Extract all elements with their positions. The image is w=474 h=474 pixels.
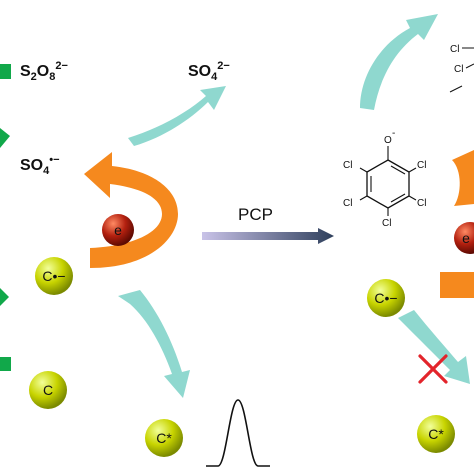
radical-ball-right: C•− <box>367 279 405 317</box>
svg-text:C•−: C•− <box>42 268 65 284</box>
svg-text:-: - <box>392 128 395 139</box>
excited-ball-right: C* <box>417 415 455 453</box>
svg-text:Cl: Cl <box>450 44 459 55</box>
blocked-cross-icon <box>418 354 448 384</box>
electron-ball-left: e <box>102 214 134 246</box>
electron-ball-right: e <box>454 222 474 254</box>
pentachlorophenolate-molecule: O - Cl Cl Cl Cl Cl <box>343 128 426 229</box>
svg-text:C*: C* <box>156 430 172 446</box>
sulfate-label: SO42− <box>188 60 230 83</box>
green-block-3 <box>0 288 9 306</box>
orange-electron-bar-right <box>440 272 474 298</box>
persulfate-label: S2O82− <box>20 60 68 83</box>
svg-text:C•−: C•− <box>374 290 397 306</box>
green-block-4 <box>0 357 11 371</box>
teal-arrow-lower-right <box>398 310 470 384</box>
teal-arrow-so4-release <box>128 86 226 146</box>
svg-text:O: O <box>384 135 392 146</box>
orange-electron-arrow-left <box>84 152 178 268</box>
orange-electron-arrow-right <box>452 150 474 206</box>
green-block-2 <box>0 128 10 148</box>
teal-arrow-excitation-return <box>118 290 190 398</box>
svg-text:Cl: Cl <box>454 64 463 75</box>
excitation-peak <box>206 399 270 467</box>
svg-text:C*: C* <box>428 426 444 442</box>
radical-ball-left: C•− <box>35 257 73 295</box>
teal-arrow-upper-right <box>360 14 438 110</box>
svg-text:Cl: Cl <box>417 160 426 171</box>
svg-text:Cl: Cl <box>343 160 352 171</box>
ground-state-ball: C <box>29 371 67 409</box>
svg-text:e: e <box>462 230 470 246</box>
svg-text:Cl: Cl <box>417 198 426 209</box>
sulfate-radical-label: SO4•− <box>20 154 60 177</box>
svg-text:Cl: Cl <box>343 198 352 209</box>
excited-ball-left: C* <box>145 419 183 457</box>
green-block-1 <box>0 64 11 79</box>
svg-text:C: C <box>43 382 53 398</box>
svg-text:e: e <box>114 222 122 238</box>
pcp-label: PCP <box>238 205 273 224</box>
chloride-fragments: Cl Cl <box>449 44 474 93</box>
svg-text:Cl: Cl <box>382 218 391 229</box>
pcp-arrow <box>202 228 334 244</box>
